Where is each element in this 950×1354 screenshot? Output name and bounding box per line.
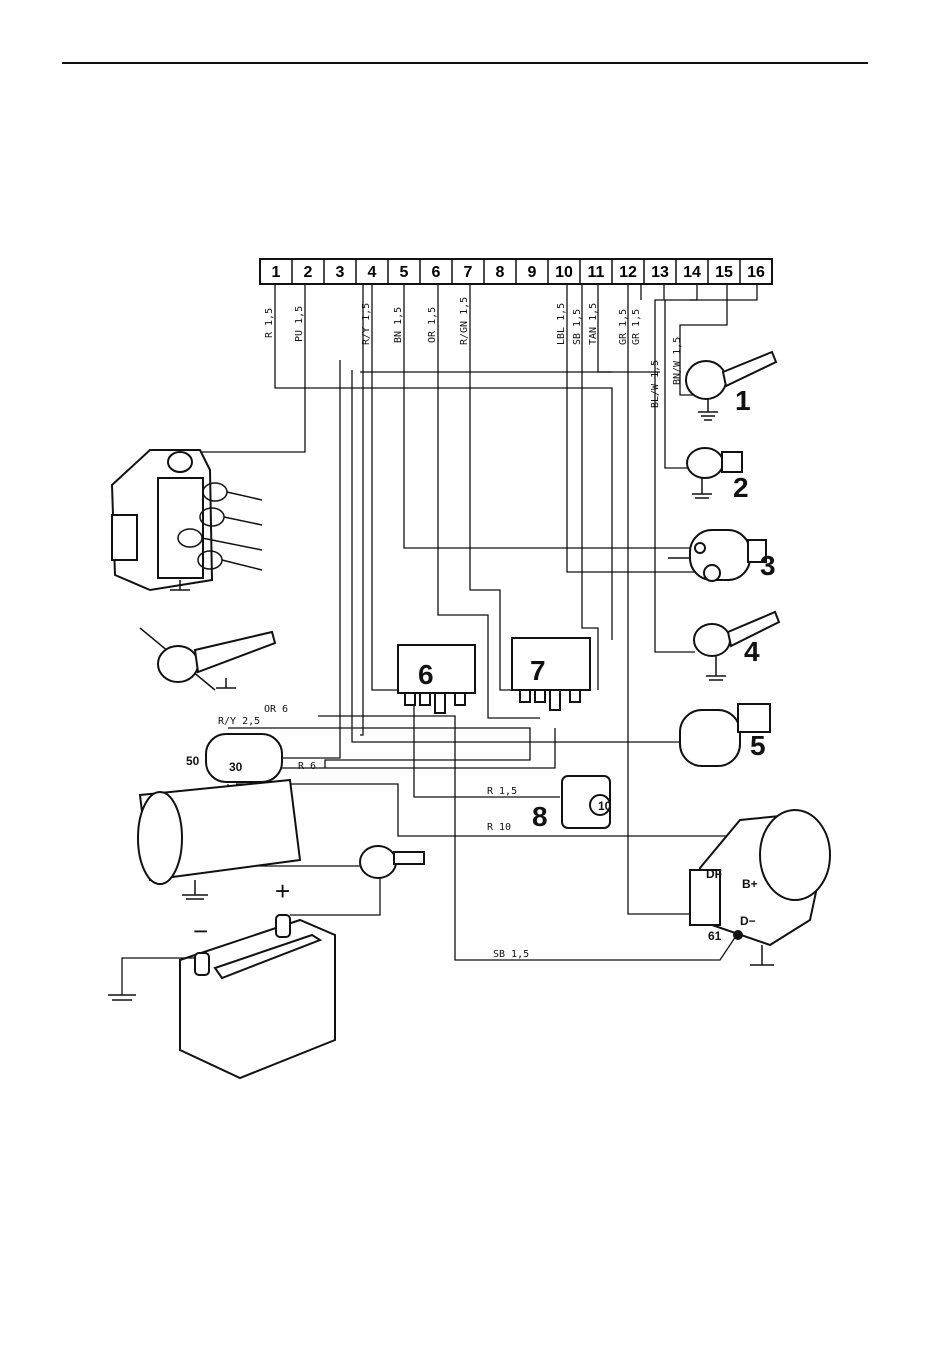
temp-sensor [140, 628, 275, 690]
label-t10: LBL 1,5 [556, 303, 567, 345]
wire-r10 [236, 784, 736, 836]
relay-6 [398, 645, 475, 713]
terminal-8: 8 [496, 264, 505, 281]
terminal-14: 14 [683, 264, 701, 281]
label-t12b: GR 1,5 [631, 309, 642, 345]
component-number-6: 6 [418, 659, 434, 690]
terminal-10: 10 [555, 264, 573, 281]
pin-starter-30: 30 [229, 760, 243, 774]
terminal-4: 4 [368, 264, 377, 281]
component-number-7: 7 [530, 655, 546, 686]
label-sb15: SB 1,5 [493, 949, 529, 960]
label-t11a: SB 1,5 [572, 309, 583, 345]
terminal-11: 11 [588, 264, 605, 281]
component-number-8: 8 [532, 801, 548, 832]
pin-alt-dminus: D− [740, 914, 756, 928]
label-r10: R 10 [487, 822, 511, 833]
terminal-5: 5 [400, 264, 409, 281]
sensor-1 [686, 352, 776, 420]
component-number-3: 3 [760, 550, 776, 581]
label-t11b: TAN 1,5 [588, 303, 599, 345]
pin-alt-df: DF [706, 867, 722, 881]
starter-motor [138, 734, 300, 899]
label-ry25: R/Y 2,5 [218, 716, 260, 727]
label-t6: OR 1,5 [427, 307, 438, 343]
terminal-7: 7 [464, 264, 473, 281]
pin-switch-10: 10 [598, 799, 612, 813]
component-number-5: 5 [750, 730, 766, 761]
engine-sensor-block [112, 450, 262, 590]
relay-7 [512, 638, 590, 710]
wire-sb15 [318, 716, 740, 960]
component-number-4: 4 [744, 636, 760, 667]
wire-pu-t2 [185, 284, 305, 452]
component-number-2: 2 [733, 472, 749, 503]
pin-starter-50: 50 [186, 754, 200, 768]
pin-battery-minus: − [193, 916, 208, 946]
wire-bn-t5 [404, 284, 690, 548]
label-t15: BN/W 1,5 [672, 337, 683, 385]
wire-ry-t4 [372, 284, 408, 690]
terminal-16: 16 [747, 264, 765, 281]
label-or6: OR 6 [264, 704, 288, 715]
terminal-9: 9 [528, 264, 537, 281]
wire-rgn-t7 [470, 284, 522, 690]
label-t5: BN 1,5 [393, 307, 404, 343]
label-t2: PU 1,5 [294, 306, 305, 342]
pin-alt-bplus: B+ [742, 877, 758, 891]
label-r15: R 1,5 [487, 786, 517, 797]
label-t4: R/Y 1,5 [361, 303, 372, 345]
terminal-15: 15 [715, 264, 733, 281]
label-t14: BL/W 1,5 [650, 360, 661, 408]
starter-relay-sensor [360, 846, 424, 878]
pin-alt-61: 61 [708, 929, 722, 943]
wire-loop-left [210, 360, 340, 758]
label-t7: R/GN 1,5 [459, 297, 470, 345]
wire-r15-switch [414, 700, 560, 797]
label-t1: R 1,5 [264, 308, 275, 338]
pin-battery-plus: + [275, 876, 290, 906]
terminal-2: 2 [304, 264, 313, 281]
terminal-6: 6 [432, 264, 441, 281]
terminal-13: 13 [651, 264, 669, 281]
battery [108, 915, 335, 1078]
terminal-12: 12 [619, 264, 637, 281]
sensor-3 [668, 530, 766, 581]
label-t12a: GR 1,5 [618, 309, 629, 345]
terminal-1: 1 [272, 264, 281, 281]
component-number-1: 1 [735, 385, 751, 416]
sensor-4 [694, 612, 779, 680]
label-r6: R 6 [298, 761, 316, 772]
terminal-3: 3 [336, 264, 345, 281]
